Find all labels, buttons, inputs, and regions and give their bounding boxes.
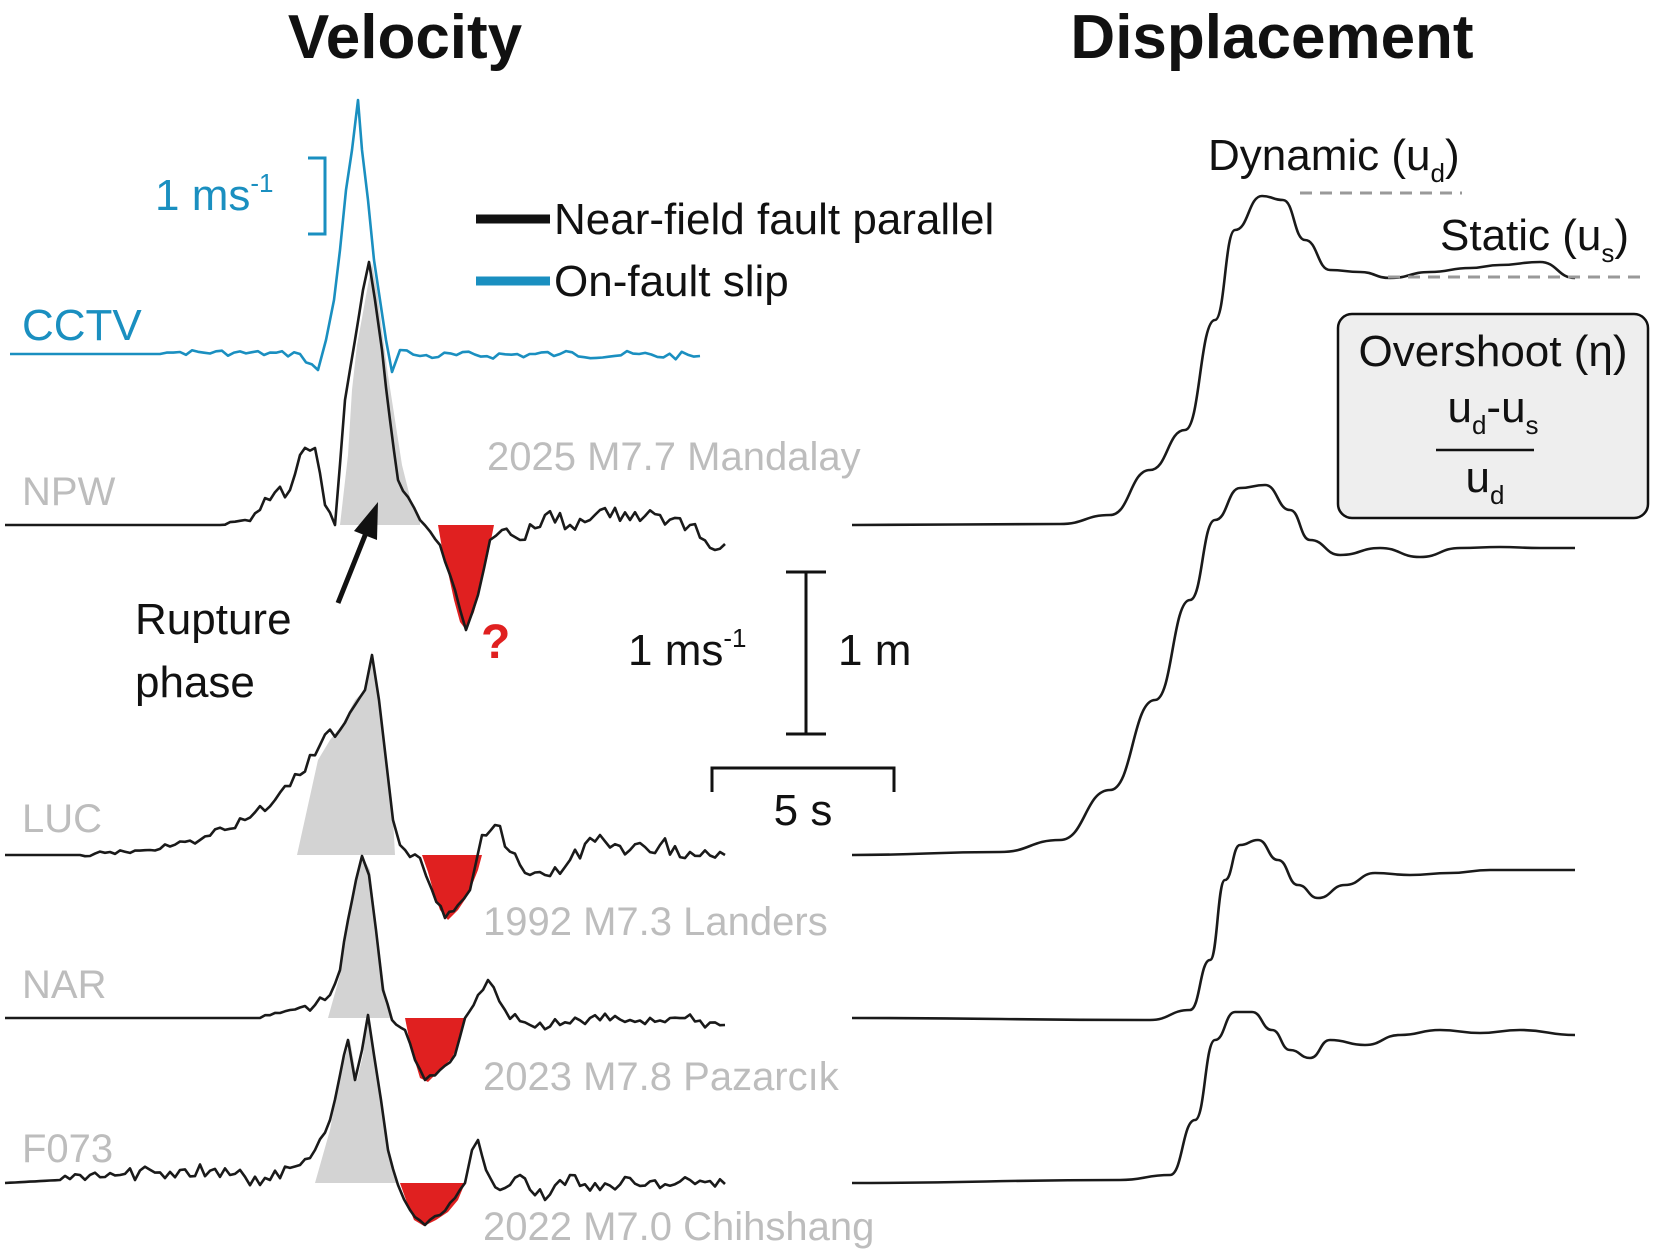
- event-label-pazarcik: 2023 M7.8 Pazarcık: [483, 1055, 840, 1099]
- overshoot-numerator: ud-us: [1447, 383, 1538, 440]
- luc-displacement-trace: [851, 483, 1575, 857]
- npw-stopping-fill: [438, 525, 494, 630]
- event-label-chihshang: 2022 M7.0 Chihshang: [483, 1205, 874, 1249]
- nar-rupture-fill: [328, 856, 390, 1018]
- overshoot-box: Overshoot (η) ud-us ud: [1336, 312, 1650, 520]
- question-mark: ?: [481, 616, 510, 669]
- overshoot-denominator: ud: [1466, 453, 1505, 510]
- dynamic-label: Dynamic (ud): [1208, 131, 1460, 188]
- station-label-luc: LUC: [22, 797, 102, 841]
- velocity-heading: Velocity: [288, 3, 523, 72]
- scale-time-label: 5 s: [774, 786, 833, 835]
- f073-rupture-fill: [315, 1015, 398, 1183]
- legend: Near-field fault parallel On-fault slip: [476, 195, 994, 306]
- luc-velocity-group: [5, 653, 726, 920]
- rupture-arrow: [335, 502, 378, 604]
- f073-stopping-fill: [400, 1183, 465, 1226]
- event-label-mandalay: 2025 M7.7 Mandalay: [487, 435, 861, 479]
- npw-displacement-trace: [851, 194, 1576, 527]
- displacement-heading: Displacement: [1070, 3, 1473, 72]
- legend-black-label: Near-field fault parallel: [554, 195, 994, 244]
- f073-displacement-trace: [851, 1010, 1576, 1185]
- station-label-f073: F073: [22, 1127, 113, 1171]
- nar-displacement-trace: [851, 838, 1575, 1022]
- npw-rupture-fill: [340, 263, 420, 525]
- f073-velocity-group: [4, 1013, 726, 1227]
- npw-velocity-group: [5, 260, 726, 632]
- station-label-npw: NPW: [22, 470, 116, 514]
- event-label-landers: 1992 M7.3 Landers: [483, 900, 828, 944]
- blue-scale-label: 1 ms-1: [155, 168, 273, 220]
- nar-stopping-fill: [405, 1018, 466, 1082]
- cctv-slip-trace: [10, 98, 701, 374]
- static-label: Static (us): [1440, 211, 1629, 268]
- rupture-phase-label-line2: phase: [135, 658, 255, 707]
- nar-velocity-group: [5, 854, 726, 1082]
- blue-scale-bracket: [308, 156, 327, 236]
- luc-stopping-fill: [422, 855, 482, 920]
- legend-blue-label: On-fault slip: [554, 257, 789, 306]
- time-scale-bar: [710, 766, 896, 792]
- luc-rupture-fill: [297, 655, 395, 855]
- station-label-nar: NAR: [22, 963, 106, 1007]
- station-label-cctv: CCTV: [22, 301, 142, 350]
- overshoot-title: Overshoot (η): [1359, 327, 1628, 376]
- amplitude-scale-bar: [786, 570, 826, 736]
- scale-displacement-label: 1 m: [838, 626, 911, 675]
- scale-velocity-label: 1 ms-1: [628, 623, 746, 675]
- rupture-phase-label: Rupture: [135, 595, 292, 644]
